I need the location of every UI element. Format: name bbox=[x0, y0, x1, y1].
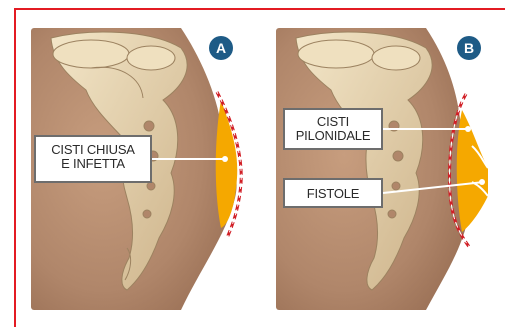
panel-b-illustration bbox=[276, 28, 490, 310]
callout-line: CISTI CHIUSA bbox=[41, 143, 145, 157]
panel-badge: A bbox=[209, 36, 233, 60]
callout-line: CISTI bbox=[290, 115, 376, 129]
panel-b: B CISTI PILONIDALE FISTOLE bbox=[276, 28, 490, 310]
callout-label-fistole: FISTOLE bbox=[283, 178, 383, 208]
callout-label-cisti-chiusa: CISTI CHIUSA E INFETTA bbox=[34, 135, 152, 183]
callout-line: PILONIDALE bbox=[290, 129, 376, 143]
frame-top-rule bbox=[14, 8, 505, 10]
panel-a: A CISTI CHIUSA E INFETTA bbox=[31, 28, 245, 310]
panel-badge: B bbox=[457, 36, 481, 60]
callout-line: E INFETTA bbox=[41, 157, 145, 171]
frame-left-rule bbox=[14, 8, 16, 327]
callout-label-cisti-pilonidale: CISTI PILONIDALE bbox=[283, 108, 383, 150]
callout-line: FISTOLE bbox=[290, 183, 376, 205]
callout-dot bbox=[222, 156, 228, 162]
